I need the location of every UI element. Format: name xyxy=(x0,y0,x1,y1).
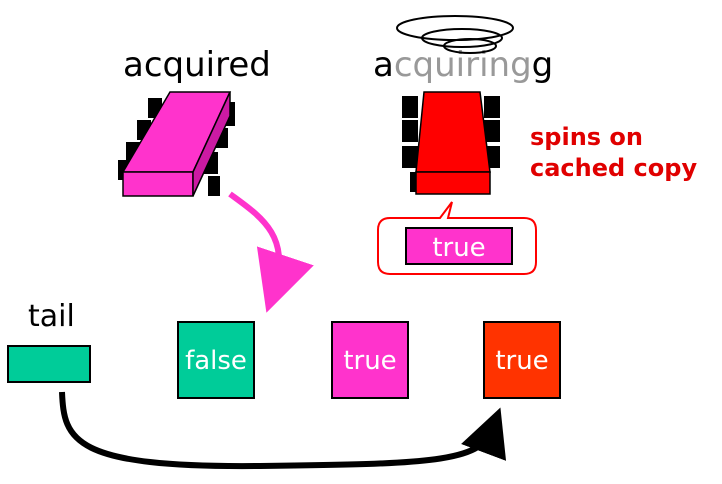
acquiring-processor-chip xyxy=(402,91,500,195)
spins-on-annotation-line1: spins on xyxy=(530,123,643,151)
spins-on-annotation-line2: cached copy xyxy=(530,154,697,182)
acquiring-label: acquiringg xyxy=(373,45,553,85)
queue-node-2: true xyxy=(331,321,409,399)
acquiring-label-suffix: g xyxy=(532,45,554,85)
queue-node-3: true xyxy=(483,321,561,399)
queue-node-1: false xyxy=(177,321,255,399)
acquired-processor-chip xyxy=(118,91,235,197)
queue-node-box xyxy=(483,321,561,399)
acquired-label: acquired xyxy=(123,45,271,85)
queue-node-box xyxy=(177,321,255,399)
queue-node-value: true xyxy=(495,346,548,376)
tail-label: tail xyxy=(28,299,75,334)
tail-to-node-arrow xyxy=(59,391,507,470)
queue-node-value: false xyxy=(185,346,247,376)
queue-node-value: true xyxy=(343,346,396,376)
acquiring-label-prefix: a xyxy=(373,45,394,85)
tail-pointer-box xyxy=(7,345,91,383)
cached-value-box xyxy=(405,227,513,265)
acquiring-label-faded: cquiring xyxy=(394,45,532,85)
cached-value-text: true xyxy=(432,233,485,263)
acquired-to-node-arrow xyxy=(228,191,314,313)
spin-loop-icon xyxy=(396,15,514,54)
queue-node-box xyxy=(331,321,409,399)
